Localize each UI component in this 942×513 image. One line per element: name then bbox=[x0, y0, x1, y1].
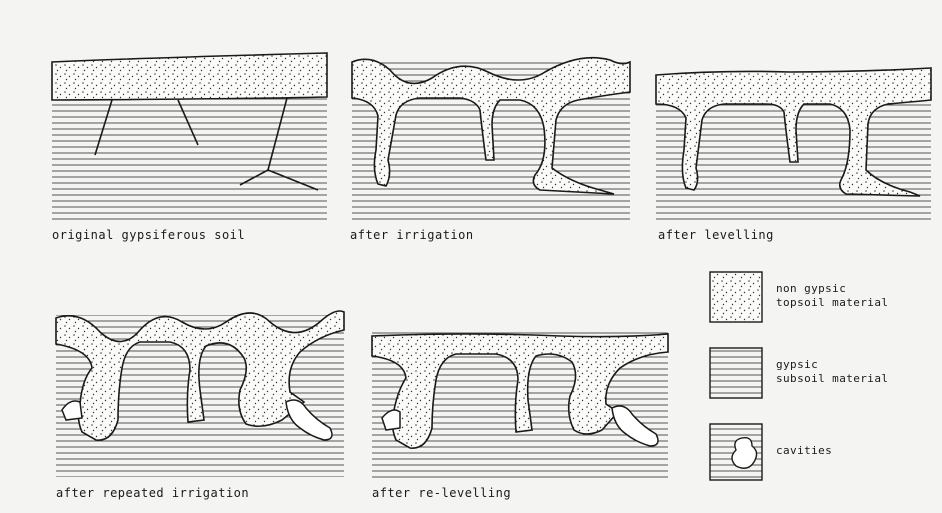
panel-relevelling bbox=[372, 332, 668, 478]
panel-original bbox=[52, 53, 327, 220]
caption-repeated: after repeated irrigation bbox=[56, 486, 249, 500]
legend-topsoil-line2: topsoil material bbox=[776, 296, 888, 310]
topsoil-layer bbox=[52, 53, 327, 100]
legend bbox=[710, 272, 762, 480]
caption-original: original gypsiferous soil bbox=[52, 228, 245, 242]
legend-subsoil-swatch bbox=[710, 348, 762, 398]
caption-irrigation: after irrigation bbox=[350, 228, 474, 242]
legend-topsoil-swatch bbox=[710, 272, 762, 322]
caption-levelling: after levelling bbox=[658, 228, 774, 242]
panel-repeated bbox=[56, 311, 344, 477]
panel-levelling bbox=[656, 68, 931, 222]
legend-cavities-line1: cavities bbox=[776, 444, 832, 458]
legend-topsoil-label: non gypsic topsoil material bbox=[776, 282, 888, 310]
panel-irrigation bbox=[352, 58, 630, 220]
caption-relevelling: after re-levelling bbox=[372, 486, 511, 500]
legend-subsoil-label: gypsic subsoil material bbox=[776, 358, 888, 386]
legend-subsoil-line2: subsoil material bbox=[776, 372, 888, 386]
legend-topsoil-line1: non gypsic bbox=[776, 282, 888, 296]
legend-cavities-label: cavities bbox=[776, 444, 832, 458]
legend-subsoil-line1: gypsic bbox=[776, 358, 888, 372]
